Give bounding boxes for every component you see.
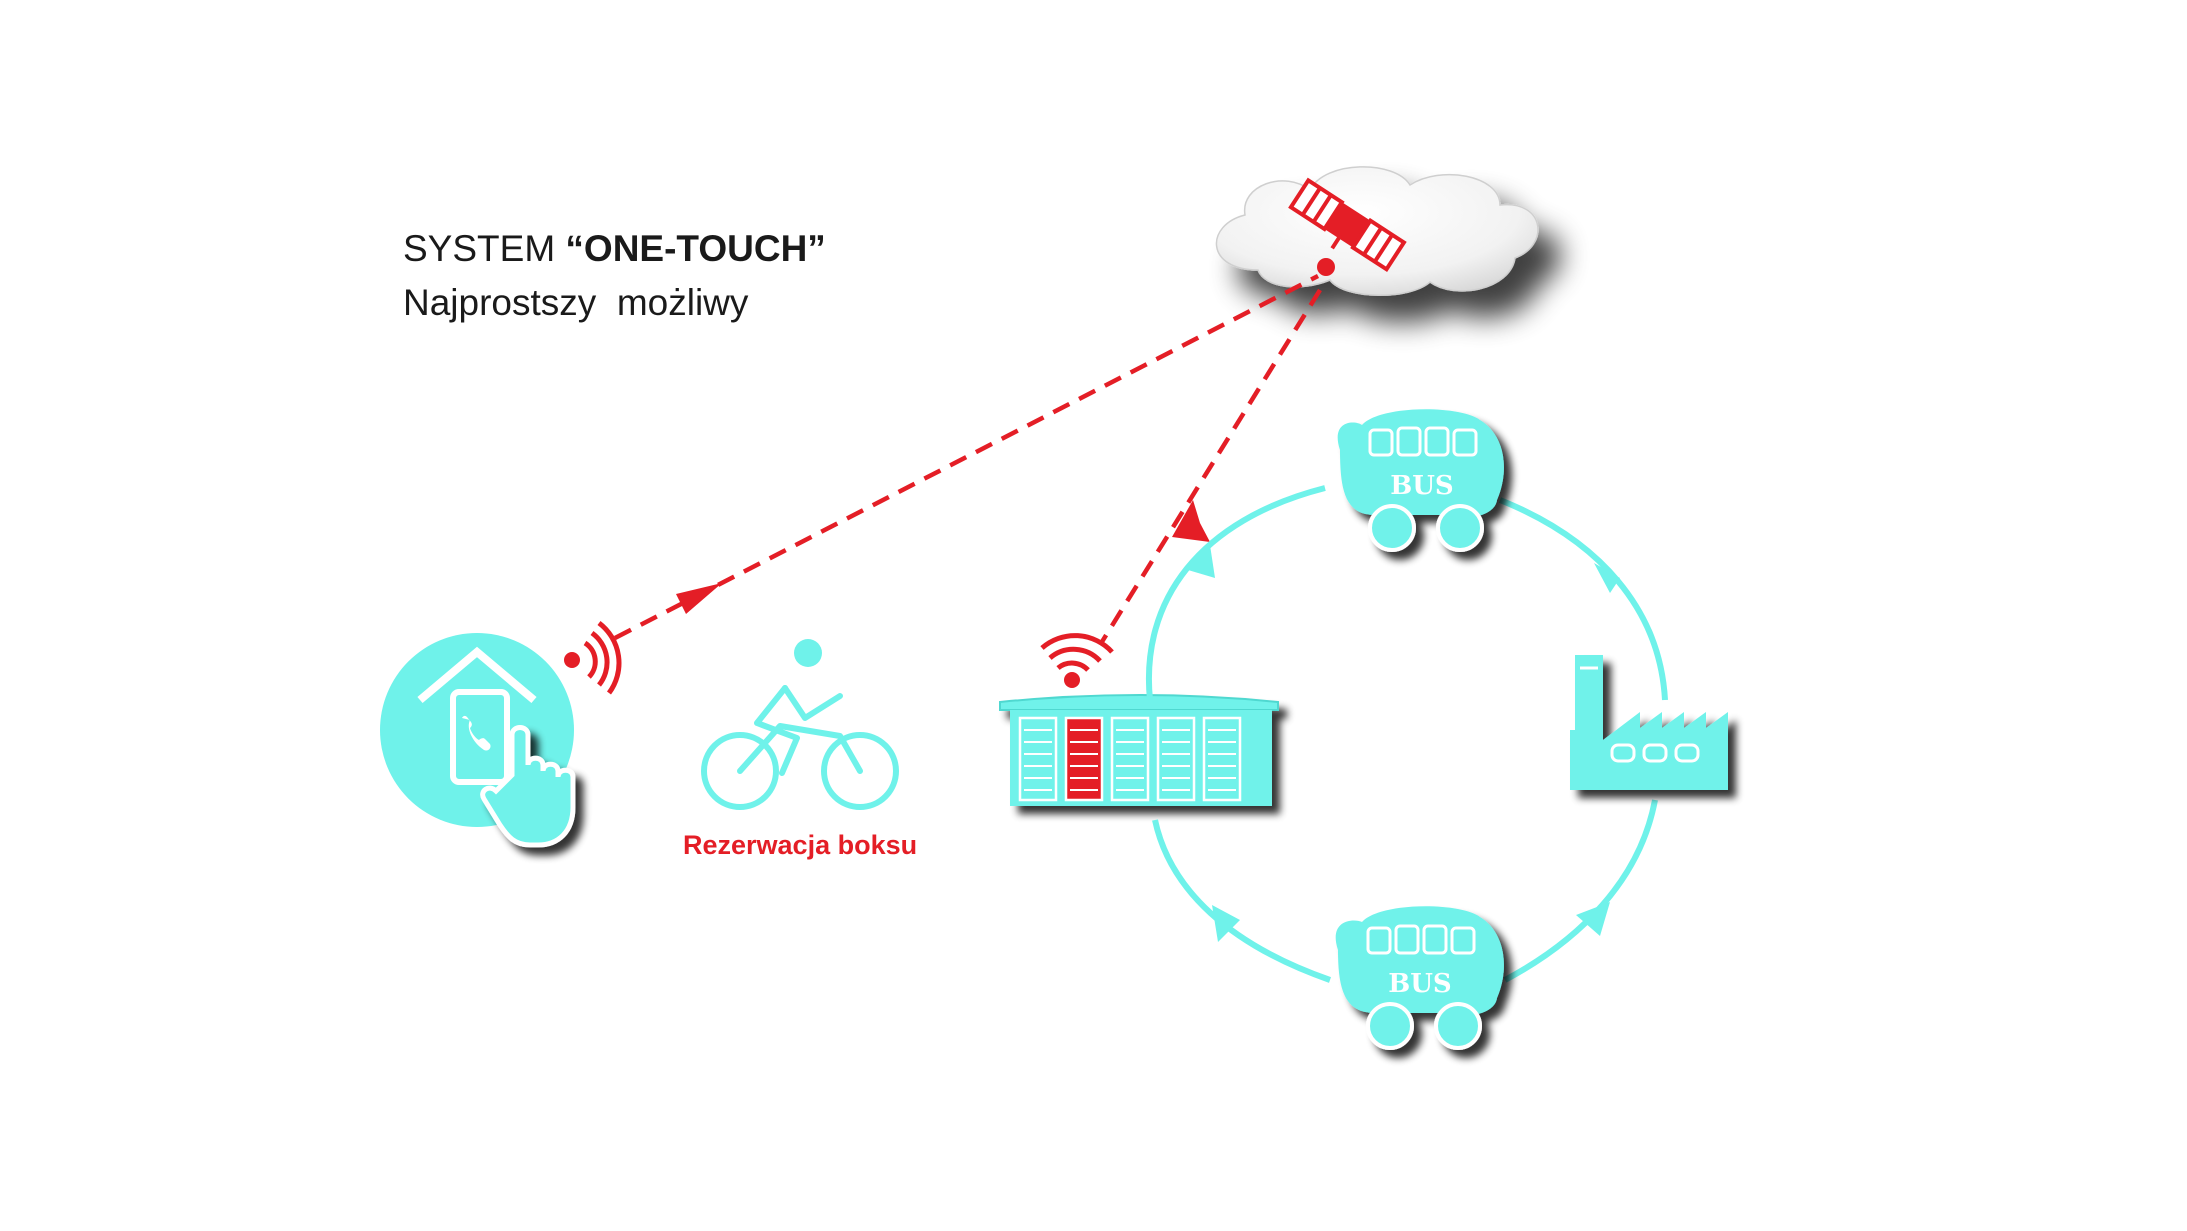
phone-home-icon[interactable] bbox=[380, 633, 576, 848]
factory-icon bbox=[1570, 655, 1728, 790]
satellite-icon bbox=[1288, 177, 1407, 273]
factory-windows bbox=[1580, 666, 1700, 763]
bus-label: BUS bbox=[1388, 969, 1451, 999]
cycle-arrows bbox=[1188, 545, 1620, 942]
reservation-caption: Rezerwacja boksu bbox=[683, 830, 918, 860]
signal-line-phone-to-satellite bbox=[613, 273, 1320, 641]
page-title: SYSTEM “ONE-TOUCH” bbox=[403, 228, 826, 270]
locker-wifi-signal-icon bbox=[1040, 633, 1114, 688]
bus-icon bbox=[1335, 906, 1504, 1050]
bus-windows bbox=[1366, 924, 1476, 955]
phone-wifi-signal-icon bbox=[564, 621, 622, 695]
page-subtitle: Najprostszy możliwy bbox=[403, 282, 749, 323]
locker-compartments bbox=[1018, 716, 1242, 802]
bus-icon bbox=[1337, 409, 1504, 552]
cyclist-icon bbox=[701, 639, 899, 810]
bus-windows bbox=[1368, 426, 1478, 457]
satellite-signal-dot bbox=[1317, 258, 1335, 276]
signal-line-satellite-to-locker bbox=[1098, 288, 1322, 647]
bus-label: BUS bbox=[1390, 471, 1453, 501]
title-prefix: SYSTEM bbox=[403, 228, 566, 269]
title-emphasis: “ONE-TOUCH” bbox=[565, 228, 826, 269]
